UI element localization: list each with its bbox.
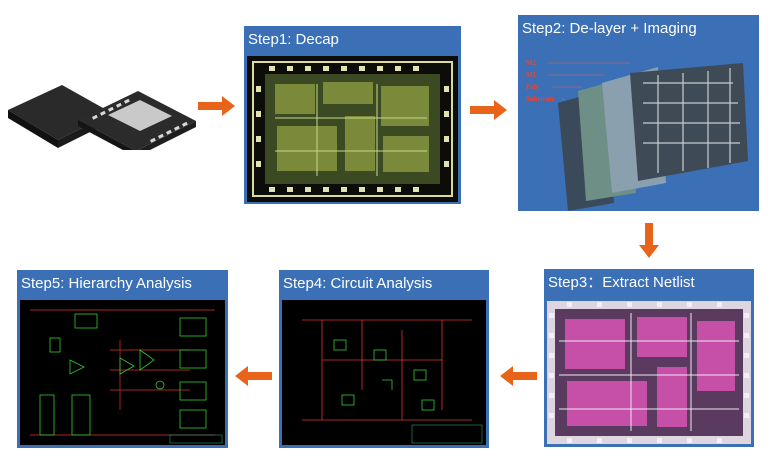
hierarchy-schematic-image xyxy=(20,300,225,445)
step4-panel: Step4: Circuit Analysis xyxy=(279,270,489,448)
step3-panel: Step3：Extract Netlist xyxy=(544,269,754,447)
arrow-down-icon xyxy=(639,223,659,259)
layer-label-m1: M1 xyxy=(526,71,537,79)
step3-title: Step3：Extract Netlist xyxy=(548,274,695,291)
layer-label-poly: Poly xyxy=(526,83,540,91)
arrow-right-icon xyxy=(470,100,508,120)
circuit-schematic-image xyxy=(282,300,486,445)
chip-package-image xyxy=(0,55,200,157)
step5-title: Step5: Hierarchy Analysis xyxy=(21,275,192,292)
step2-title: Step2: De-layer + Imaging xyxy=(522,20,697,37)
arrow-right-icon xyxy=(198,96,236,116)
step2-panel: Step2: De-layer + Imaging M2 M1 Poly Sub… xyxy=(518,15,759,211)
arrow-left-icon xyxy=(235,366,273,386)
step1-panel: Step1: Decap xyxy=(244,26,461,204)
step1-title: Step1: Decap xyxy=(248,31,339,48)
netlist-layout-image xyxy=(547,301,751,444)
decap-die-image xyxy=(247,56,458,202)
arrow-left-icon xyxy=(500,366,538,386)
layer-label-m2: M2 xyxy=(526,59,537,67)
layer-label-substrate: Substrate xyxy=(526,95,555,103)
delayer-stack-image: M2 M1 Poly Substrate xyxy=(526,59,748,211)
step4-title: Step4: Circuit Analysis xyxy=(283,275,433,292)
step5-panel: Step5: Hierarchy Analysis xyxy=(17,270,228,448)
